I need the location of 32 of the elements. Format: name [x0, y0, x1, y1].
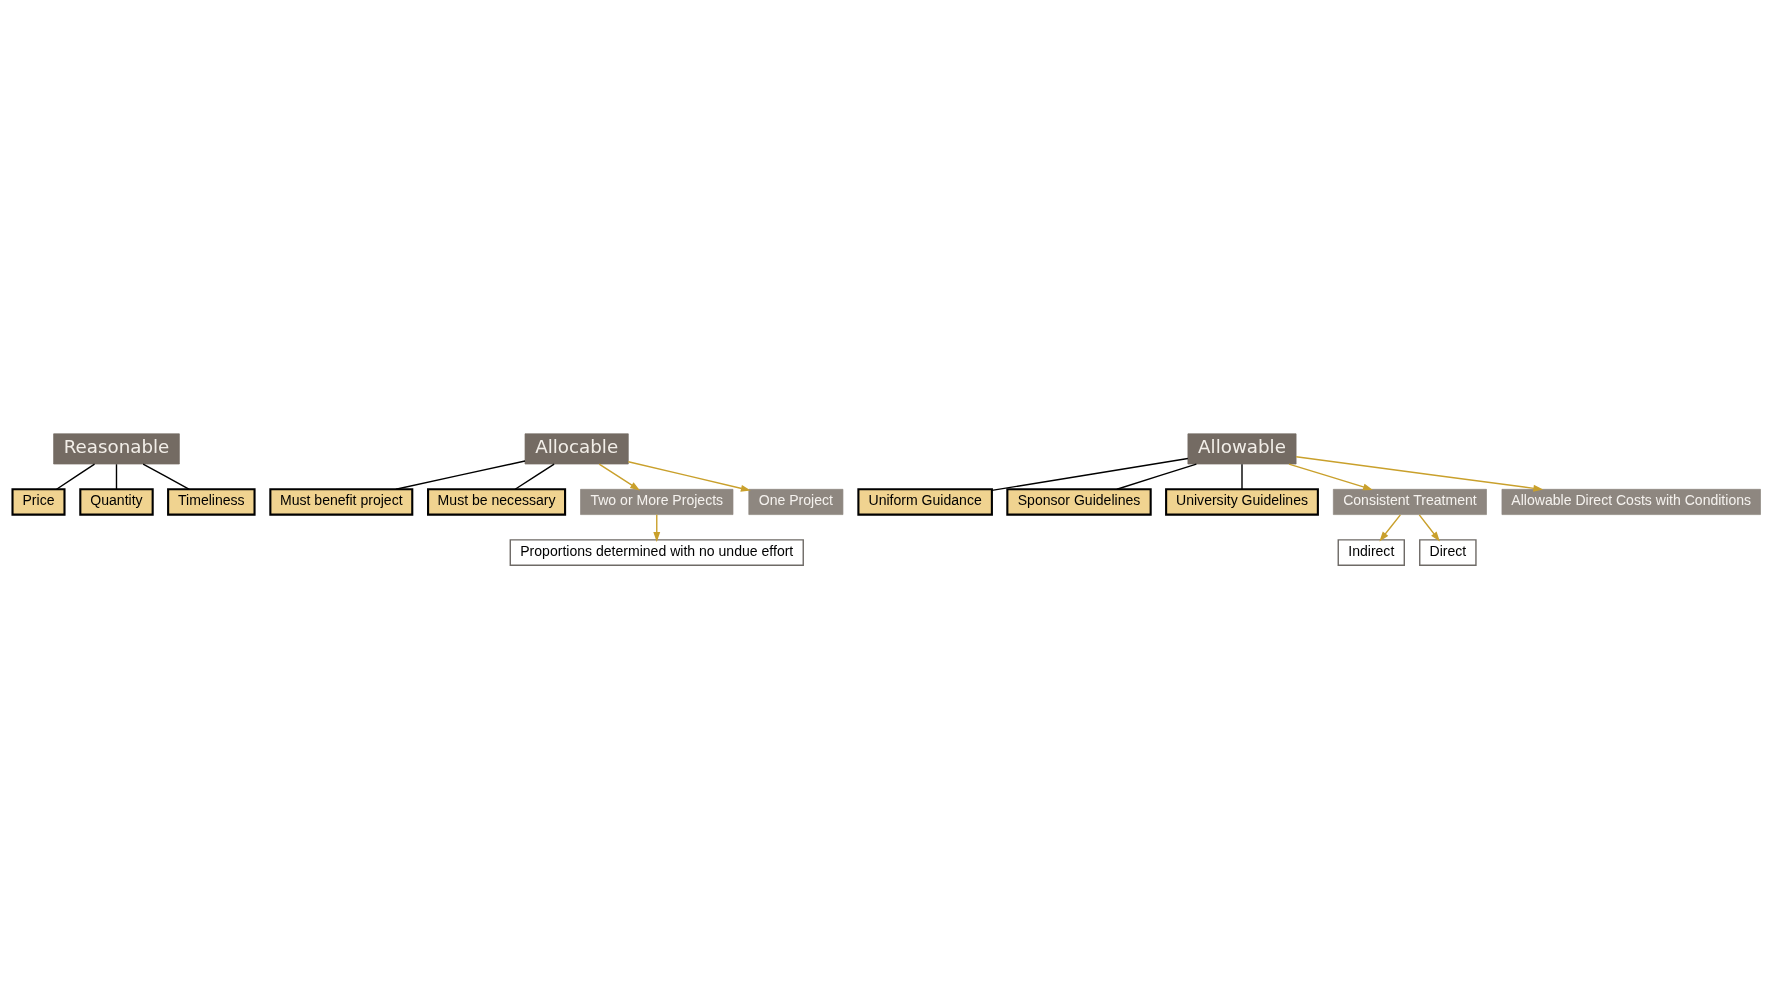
node-box: Timeliness	[167, 488, 256, 516]
node-box: Consistent Treatment	[1333, 488, 1487, 515]
node-box: Allocable	[524, 433, 629, 465]
node-box: One Project	[748, 488, 844, 515]
node-box: Allowable	[1187, 433, 1297, 465]
node-box: Quantity	[79, 488, 154, 516]
connector	[142, 463, 191, 490]
node-box: Must benefit project	[269, 488, 414, 516]
node-box: Two or More Projects	[580, 488, 734, 515]
node-box: Proportions determined with no undue effort	[509, 539, 804, 566]
node-box: Sponsor Guidelines	[1006, 488, 1152, 516]
connector	[115, 463, 118, 490]
node-box: Price	[11, 488, 66, 516]
connector	[395, 460, 526, 490]
node-box: Uniform Guidance	[857, 488, 993, 516]
connector	[1241, 463, 1243, 490]
connector	[1116, 463, 1198, 490]
connector	[991, 457, 1189, 492]
connector	[514, 463, 555, 490]
arrow	[1288, 463, 1373, 491]
node-box: Direct	[1419, 539, 1477, 566]
arrow	[1295, 456, 1544, 492]
node-box: Allowable Direct Costs with Conditions	[1501, 488, 1761, 515]
node-box: University Guidelines	[1165, 488, 1319, 516]
node-box: Reasonable	[53, 433, 180, 465]
node-box: Indirect	[1337, 539, 1405, 566]
arrow	[598, 463, 640, 491]
arrow	[1379, 514, 1402, 542]
connector	[55, 463, 96, 490]
node-box: Must be necessary	[427, 488, 567, 516]
arrow	[1418, 514, 1440, 542]
arrow	[627, 461, 751, 492]
